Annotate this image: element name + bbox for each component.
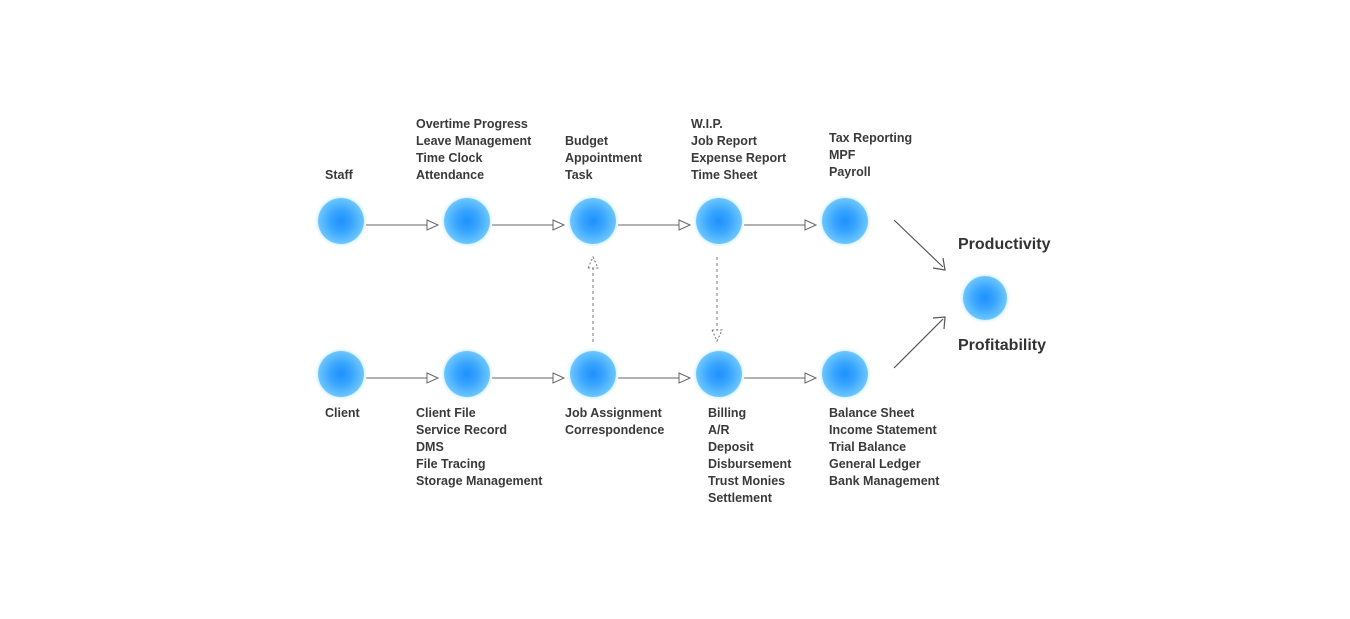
label-line: Client File bbox=[416, 406, 476, 420]
node-bottom-stage1 bbox=[444, 351, 490, 397]
label-line: Overtime Progress bbox=[416, 117, 528, 131]
arrow-staff-to-stage1 bbox=[366, 219, 440, 231]
label-line: Expense Report bbox=[691, 151, 787, 165]
label-line: Storage Management bbox=[416, 474, 543, 488]
label-line: Trial Balance bbox=[829, 440, 907, 454]
node-top-stage4 bbox=[822, 198, 868, 244]
label-line: Bank Management bbox=[829, 474, 940, 488]
label-bottom-stage2: Job Assignment Correspondence bbox=[565, 405, 664, 439]
label-line: W.I.P. bbox=[691, 117, 723, 131]
label-line: General Ledger bbox=[829, 457, 921, 471]
label-line: MPF bbox=[829, 148, 856, 162]
label-line: File Tracing bbox=[416, 457, 486, 471]
label-line: Balance Sheet bbox=[829, 406, 915, 420]
label-top-stage4: Tax Reporting MPF Payroll bbox=[829, 130, 912, 181]
node-top-stage1 bbox=[444, 198, 490, 244]
node-client bbox=[318, 351, 364, 397]
label-line: Attendance bbox=[416, 168, 485, 182]
label-bottom-stage4: Balance Sheet Income Statement Trial Bal… bbox=[829, 405, 939, 490]
label-top-stage2: Budget Appointment Task bbox=[565, 133, 642, 184]
label-client: Client bbox=[325, 406, 360, 420]
node-top-stage3 bbox=[696, 198, 742, 244]
arrow-bottom-stage1-to-stage2 bbox=[492, 372, 566, 384]
label-line: Deposit bbox=[708, 440, 754, 454]
label-line: Job Assignment bbox=[565, 406, 662, 420]
label-top-stage1: Overtime Progress Leave Management Time … bbox=[416, 116, 531, 184]
node-staff bbox=[318, 198, 364, 244]
label-line: Payroll bbox=[829, 165, 871, 179]
label-top-stage3: W.I.P. Job Report Expense Report Time Sh… bbox=[691, 116, 786, 184]
arrow-client-to-stage1 bbox=[366, 372, 440, 384]
label-line: Service Record bbox=[416, 423, 508, 437]
dashed-arrow-up bbox=[587, 255, 599, 342]
label-line: Job Report bbox=[691, 134, 757, 148]
arrow-top-stage2-to-stage3 bbox=[618, 219, 692, 231]
label-line: Income Statement bbox=[829, 423, 937, 437]
label-bottom-stage1: Client File Service Record DMS File Trac… bbox=[416, 405, 542, 490]
label-staff: Staff bbox=[325, 168, 353, 182]
label-line: Trust Monies bbox=[708, 474, 786, 488]
node-bottom-stage3 bbox=[696, 351, 742, 397]
label-line: Correspondence bbox=[565, 423, 665, 437]
node-bottom-stage2 bbox=[570, 351, 616, 397]
label-line: Appointment bbox=[565, 151, 643, 165]
label-line: Task bbox=[565, 168, 593, 182]
label-profitability: Profitability bbox=[958, 337, 1047, 354]
label-line: Tax Reporting bbox=[829, 131, 913, 145]
arrow-bottom-stage2-to-stage3 bbox=[618, 372, 692, 384]
label-line: DMS bbox=[416, 440, 444, 454]
arrow-to-profitability bbox=[893, 316, 946, 369]
label-line: Settlement bbox=[708, 491, 772, 505]
label-line: Budget bbox=[565, 134, 609, 148]
label-line: Time Clock bbox=[416, 151, 483, 165]
arrow-top-stage3-to-stage4 bbox=[744, 219, 818, 231]
label-bottom-stage3: Billing A/R Deposit Disbursement Trust M… bbox=[708, 405, 791, 507]
label-productivity: Productivity bbox=[958, 236, 1051, 253]
label-line: Leave Management bbox=[416, 134, 532, 148]
arrow-to-productivity bbox=[893, 219, 946, 271]
node-outcome bbox=[963, 276, 1007, 320]
label-line: Disbursement bbox=[708, 457, 792, 471]
node-bottom-stage4 bbox=[822, 351, 868, 397]
dashed-arrow-down bbox=[711, 257, 723, 343]
arrow-top-stage1-to-stage2 bbox=[492, 219, 566, 231]
node-top-stage2 bbox=[570, 198, 616, 244]
label-line: A/R bbox=[708, 423, 730, 437]
label-line: Billing bbox=[708, 406, 747, 420]
arrow-bottom-stage3-to-stage4 bbox=[744, 372, 818, 384]
label-line: Time Sheet bbox=[691, 168, 758, 182]
